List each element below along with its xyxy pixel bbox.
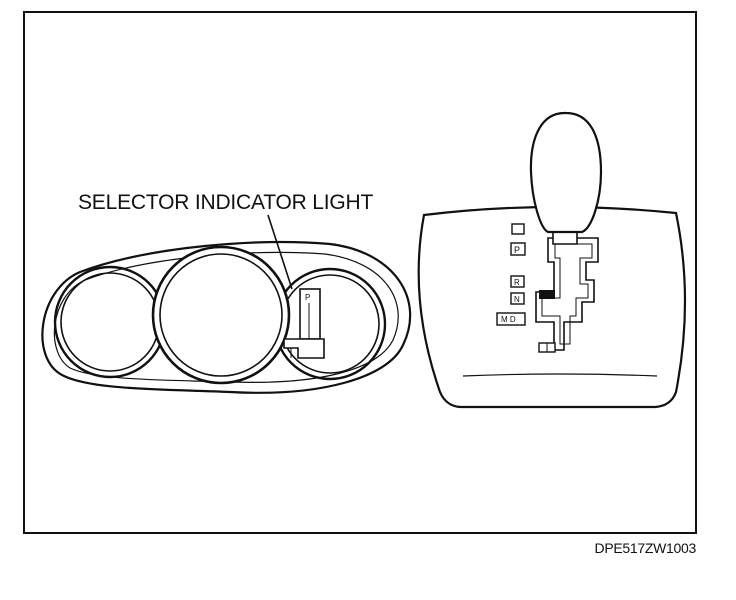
figure-code: DPE517ZW1003 bbox=[594, 540, 697, 556]
cluster-housing-inner bbox=[53, 251, 399, 383]
shift-console bbox=[417, 205, 687, 409]
position-marker-r bbox=[510, 275, 525, 288]
position-label-n: N bbox=[514, 295, 520, 304]
instrument-cluster bbox=[41, 241, 412, 394]
callout-leader bbox=[267, 214, 293, 290]
gauge-left-inner bbox=[60, 272, 160, 372]
position-label-p: P bbox=[514, 245, 520, 255]
shift-gate-inner bbox=[541, 243, 593, 345]
figure-frame bbox=[23, 11, 697, 534]
shift-knob bbox=[529, 111, 603, 245]
selector-indicator-light-label: SELECTOR INDICATOR LIGHT bbox=[78, 191, 374, 214]
position-label-r: R bbox=[514, 278, 520, 287]
position-marker-n bbox=[510, 292, 525, 305]
console-seam bbox=[462, 373, 658, 377]
cluster-housing-outer bbox=[41, 241, 412, 394]
position-marker-p bbox=[510, 242, 526, 256]
shift-knob-head bbox=[529, 111, 603, 234]
gauge-center-outer bbox=[151, 245, 291, 385]
gate-detail-block bbox=[539, 290, 555, 299]
position-marker-md bbox=[496, 312, 526, 326]
position-marker-top bbox=[511, 223, 525, 235]
console-outline bbox=[417, 205, 687, 409]
indicator-letter: P bbox=[305, 293, 310, 302]
gauge-right-inner bbox=[280, 274, 380, 374]
position-label-md: M D bbox=[501, 315, 516, 324]
gauge-center-inner bbox=[159, 253, 283, 377]
selector-indicator-base bbox=[283, 338, 325, 359]
gauge-left-outer bbox=[53, 265, 167, 379]
